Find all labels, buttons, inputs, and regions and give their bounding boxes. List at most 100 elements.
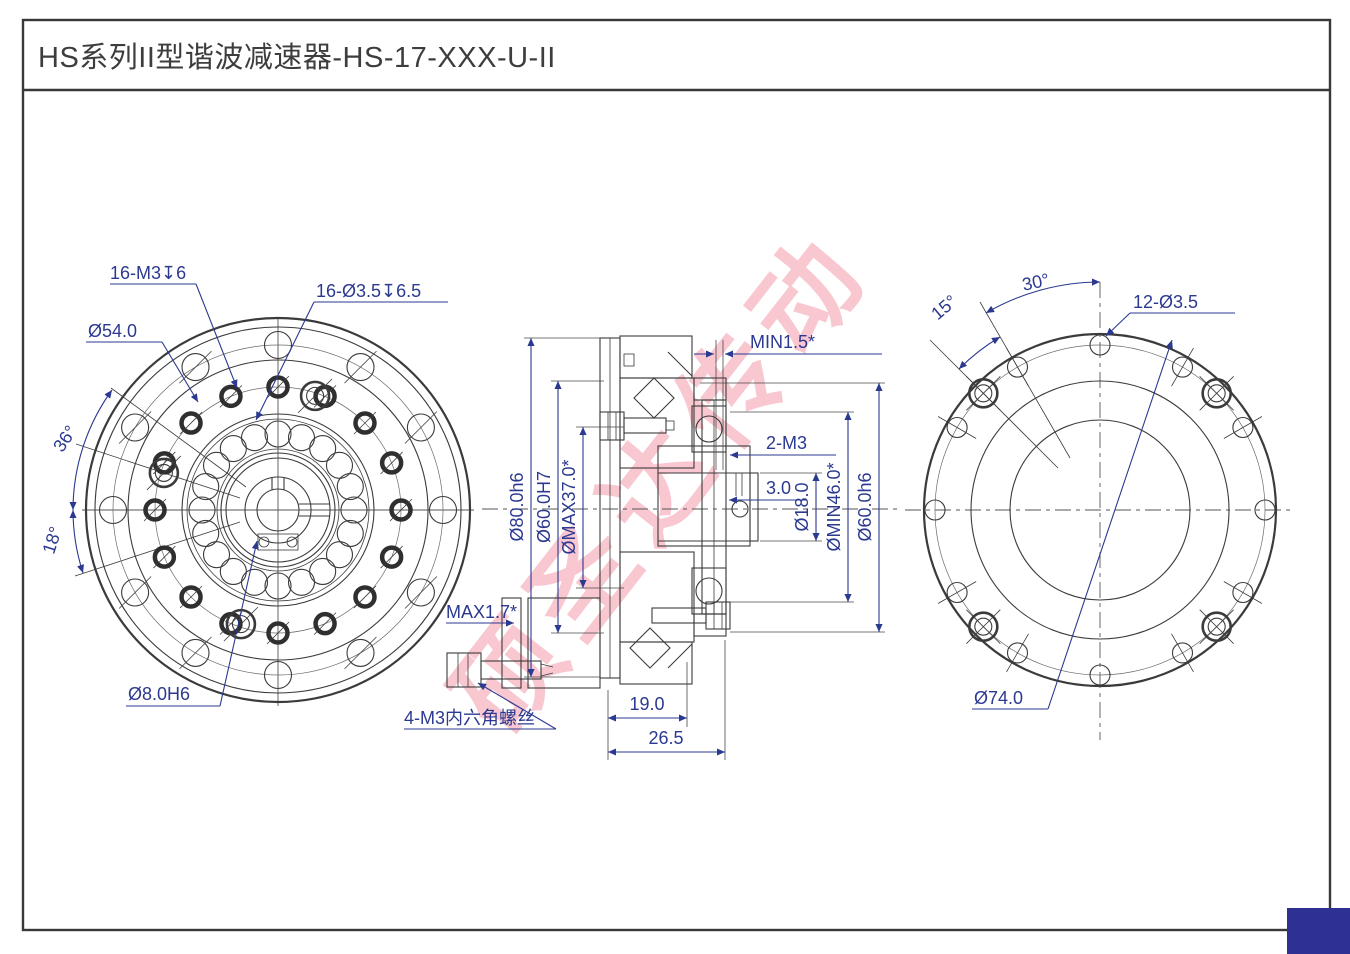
bearing-ball xyxy=(192,472,220,501)
bearing-ball xyxy=(202,541,231,569)
label-dia-60H7: Ø60.0H7 xyxy=(534,471,554,543)
outer-flange-hole xyxy=(346,353,375,382)
hole-slash xyxy=(966,609,1001,644)
bearing-ball xyxy=(325,451,354,479)
bearing-ball xyxy=(287,568,316,596)
label-dia-80h6: Ø80.0h6 xyxy=(507,472,527,541)
bearing-ball xyxy=(309,557,337,586)
hole-slash xyxy=(1223,581,1263,604)
mounting-hole xyxy=(1006,642,1029,664)
pin-hole-bore xyxy=(306,386,325,405)
label-center-bore: Ø8.0H6 xyxy=(128,684,190,704)
bearing-ball xyxy=(219,557,247,586)
bearing-ball xyxy=(309,434,337,463)
label-angle-18: 18° xyxy=(39,524,66,556)
hole-slash xyxy=(179,411,203,435)
tapped-m3-hole xyxy=(379,451,404,475)
label-angle-30: 30° xyxy=(1020,270,1051,295)
tapped-m3-hole xyxy=(266,375,290,399)
front-view-dimensions: 16-M3↧6 16-Ø3.5↧6.5 Ø54.0 36° 18° Ø8.0H6 xyxy=(39,263,448,707)
label-2-m3: 2-M3 xyxy=(766,433,807,453)
tapped-m3-hole xyxy=(179,411,203,435)
bearing-ball xyxy=(219,434,247,463)
hole-slash xyxy=(1006,633,1029,673)
drawing-title: HS系列II型谐波减速器-HS-17-XXX-U-II xyxy=(38,42,556,74)
outer-flange-hole xyxy=(406,578,435,607)
pin-hole xyxy=(968,378,999,409)
tapped-m3-hole xyxy=(379,545,404,569)
bearing-ball xyxy=(240,424,269,452)
hole-slash xyxy=(179,350,212,384)
pin-hole xyxy=(1201,611,1232,642)
tapped-m3-hole xyxy=(353,585,377,609)
hole-slash xyxy=(219,385,243,408)
hole-slash xyxy=(297,378,333,414)
front-view: 16-M3↧6 16-Ø3.5↧6.5 Ø54.0 36° 18° Ø8.0H6 xyxy=(39,263,474,707)
rear-view: 15° 30° 12-Ø3.5 Ø74.0 xyxy=(905,270,1295,740)
hole-slash xyxy=(404,411,438,444)
mounting-hole xyxy=(1006,356,1029,378)
label-16-m3: 16-M3↧6 xyxy=(110,263,186,283)
tapped-m3-hole xyxy=(179,585,203,609)
pin-hole xyxy=(225,608,257,640)
mounting-hole xyxy=(1232,416,1254,439)
pin-hole xyxy=(1201,378,1232,409)
hole-slash xyxy=(143,498,167,522)
pin-hole xyxy=(299,380,331,412)
outer-flange-hole xyxy=(428,495,458,525)
hole-slash xyxy=(146,455,182,491)
outer-flange-hole xyxy=(98,495,128,525)
pin-hole-bore xyxy=(974,617,993,636)
section-dimensions: Ø80.0h6 Ø60.0H7 ØMAX37.0* Ø18.0 ØMIN46.0… xyxy=(404,332,883,756)
hole-slash xyxy=(1223,416,1263,439)
label-length-26-5: 26.5 xyxy=(648,728,683,748)
bearing-ball xyxy=(188,496,216,524)
outer-flange-hole xyxy=(346,638,375,667)
label-screw-note: 4-M3内六角螺丝 xyxy=(404,708,535,728)
tapped-m3-hole xyxy=(266,621,290,645)
mounting-hole xyxy=(924,499,946,521)
mounting-hole xyxy=(1232,581,1254,604)
label-length-19: 19.0 xyxy=(629,694,664,714)
mounting-hole xyxy=(946,416,968,439)
hole-slash xyxy=(380,545,403,569)
tapped-m3-hole xyxy=(143,498,167,522)
hole-slash xyxy=(223,606,259,642)
section-extension-lines xyxy=(524,337,885,760)
outer-flange-hole xyxy=(263,330,293,360)
bearing-ball xyxy=(336,472,364,501)
pin-hole xyxy=(968,611,999,642)
hole-slash xyxy=(1199,376,1234,411)
hole-slash xyxy=(118,576,152,609)
outer-flange-hole xyxy=(406,413,435,442)
hole-slash xyxy=(380,451,403,475)
mounting-hole xyxy=(946,581,968,604)
pin-hole-bore xyxy=(974,384,993,403)
outer-flange-hole xyxy=(121,413,150,442)
hole-slash xyxy=(179,585,203,609)
hole-slash xyxy=(153,545,176,569)
hole-slash xyxy=(353,585,377,609)
mounting-hole xyxy=(1171,356,1194,378)
tapped-m3-hole xyxy=(389,498,413,522)
label-dia-60h6-right: Ø60.0h6 xyxy=(855,472,875,541)
mounting-hole xyxy=(1171,642,1194,664)
label-max-gap: MAX1.7* xyxy=(446,602,517,622)
section-view: Ø80.0h6 Ø60.0H7 ØMAX37.0* Ø18.0 ØMIN46.0… xyxy=(404,332,898,760)
hole-slash xyxy=(1199,609,1234,644)
hole-slash xyxy=(937,416,977,439)
mounting-hole xyxy=(1089,664,1111,686)
bearing-ball xyxy=(336,519,364,548)
hole-slash xyxy=(389,498,413,522)
label-dia-18: Ø18.0 xyxy=(792,482,812,531)
hole-slash xyxy=(344,636,377,670)
bearing-ball xyxy=(264,420,292,448)
label-angle-15: 15° xyxy=(927,291,961,324)
label-angle-36: 36° xyxy=(49,422,81,456)
label-12-holes: 12-Ø3.5 xyxy=(1133,292,1198,312)
hole-slash xyxy=(1171,633,1194,673)
bearing-ball xyxy=(340,496,368,524)
tapped-m3-hole xyxy=(313,611,337,636)
